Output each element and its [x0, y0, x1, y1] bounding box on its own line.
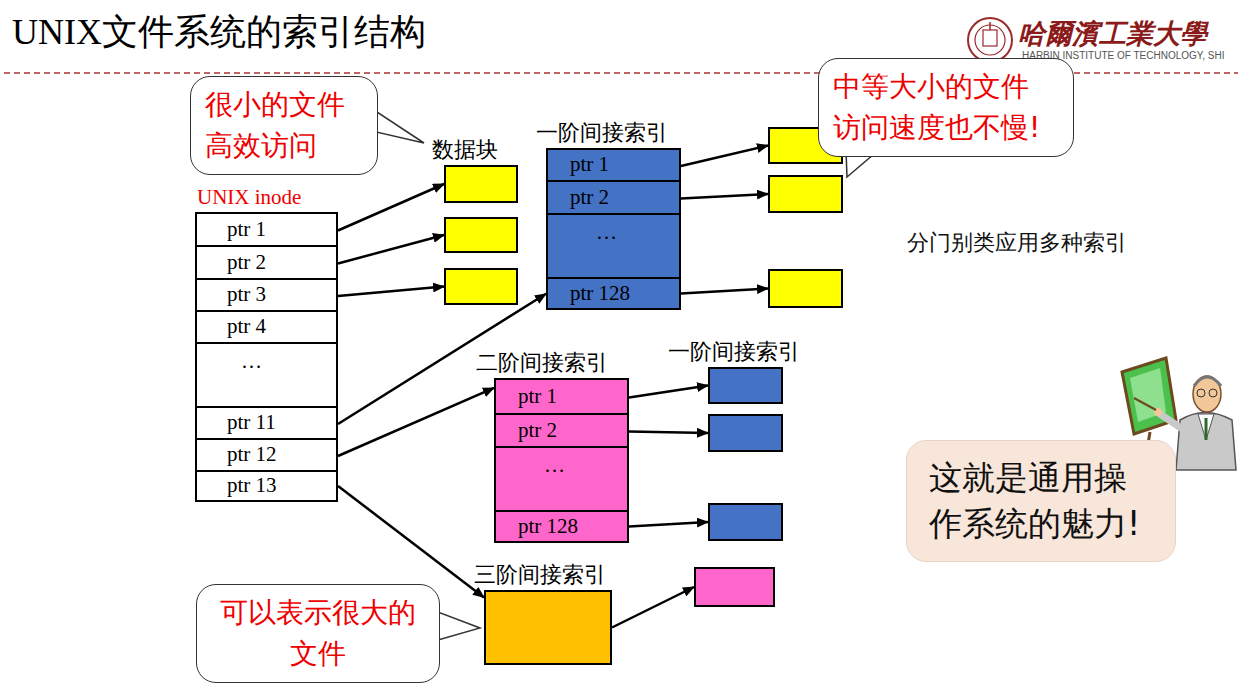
pointer-label: ptr 2 [518, 419, 557, 442]
pointer-row: ptr 2 [548, 182, 679, 215]
pointer-arrow [629, 432, 708, 434]
pointer-row: … [548, 215, 679, 279]
callout-text: 很小的文件 高效访问 [205, 85, 363, 166]
inode-box: UNIX inodeptr 1ptr 2ptr 3ptr 4…ptr 11ptr… [195, 212, 338, 502]
speech-callout: 这就是通用操作系统的魅力! [906, 440, 1176, 562]
pointer-arrow [612, 587, 694, 628]
speech-callout: 可以表示很大的文件 [196, 584, 440, 683]
pointer-arrow [681, 146, 768, 167]
data-block: 数据块 [444, 165, 518, 203]
data-block [444, 217, 518, 253]
single-indirect-block [708, 414, 783, 452]
box-heading: 一阶间接索引 [668, 339, 800, 365]
pointer-label: ptr 4 [227, 315, 266, 338]
speech-callout: 很小的文件 高效访问 [190, 76, 378, 175]
pointer-label: ptr 3 [227, 283, 266, 306]
pointer-row: ptr 2 [197, 247, 336, 280]
pointer-arrow [681, 289, 768, 294]
data-block [444, 268, 518, 305]
university-emblem [968, 18, 1012, 62]
data-block [768, 269, 843, 308]
pointer-row: ptr 4 [197, 312, 336, 344]
pointer-label: ptr 1 [518, 385, 557, 408]
pointer-row: ptr 128 [496, 512, 627, 541]
pointer-row: ptr 1 [496, 380, 627, 415]
pointer-row: ptr 13 [197, 472, 336, 500]
callout-text: 中等大小的文件 访问速度也不慢! [833, 67, 1059, 148]
pointer-arrow [629, 522, 708, 527]
note-label: 分门别类应用多种索引 [907, 228, 1127, 258]
pointer-row: ptr 11 [197, 408, 336, 440]
pointer-arrow [338, 486, 484, 598]
pointer-arrow [338, 388, 494, 456]
single-indirect-block [708, 503, 783, 541]
pointer-row: ptr 3 [197, 280, 336, 312]
data-block [768, 175, 843, 213]
box-heading: 数据块 [432, 137, 498, 163]
pointer-label: ptr 2 [227, 251, 266, 274]
box-heading: 二阶间接索引 [476, 350, 608, 376]
pointer-row: ptr 128 [548, 279, 679, 308]
callout-text: 可以表示很大的文件 [211, 593, 425, 674]
pointer-label: ptr 128 [518, 515, 578, 538]
pointer-arrow [338, 235, 444, 264]
university-name: 哈爾濱工業大學 [1018, 16, 1207, 52]
pointer-label: ptr 11 [227, 411, 276, 434]
pointer-arrow [681, 194, 768, 199]
pointer-arrow [338, 184, 444, 231]
pointer-arrow [629, 386, 708, 398]
pointer-label: ptr 12 [227, 443, 277, 466]
triple-indirect-block: 三阶间接索引 [484, 590, 612, 665]
double-indirect-block: 二阶间接索引ptr 1ptr 2…ptr 128 [494, 378, 629, 543]
pointer-row: … [496, 448, 627, 512]
pointer-arrow [338, 287, 444, 297]
pointer-label: ptr 13 [227, 474, 277, 497]
pointer-row: ptr 2 [496, 415, 627, 448]
box-heading: 三阶间接索引 [474, 562, 606, 588]
speech-callout: 中等大小的文件 访问速度也不慢! [818, 58, 1074, 157]
pointer-label: ptr 128 [570, 282, 630, 305]
pointer-label: ptr 1 [227, 218, 266, 241]
pointer-row: ptr 1 [197, 214, 336, 247]
pointer-label: … [596, 221, 617, 244]
page-title: UNIX文件系统的索引结构 [12, 8, 426, 57]
single-indirect-block: 一阶间接索引 [708, 367, 783, 404]
pointer-label: … [241, 350, 262, 373]
single-indirect-block: 一阶间接索引ptr 1ptr 2…ptr 128 [546, 148, 681, 310]
callout-text: 这就是通用操作系统的魅力! [929, 455, 1153, 547]
pointer-row: ptr 1 [548, 150, 679, 182]
double-indirect-block [694, 567, 775, 607]
pointer-label: ptr 1 [570, 153, 609, 176]
callout-tails [374, 110, 874, 640]
pointer-row: … [197, 344, 336, 408]
pointer-label: … [544, 454, 565, 477]
box-heading: UNIX inode [197, 185, 301, 210]
pointer-label: ptr 2 [570, 186, 609, 209]
pointer-row: ptr 12 [197, 440, 336, 472]
box-heading: 一阶间接索引 [536, 120, 668, 146]
